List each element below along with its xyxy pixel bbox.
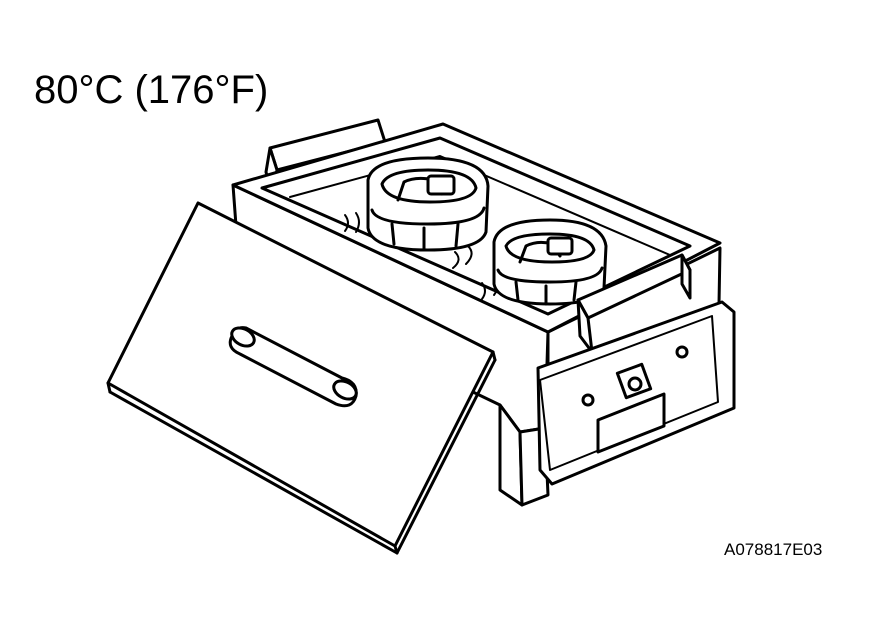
part-holder-left — [366, 156, 490, 252]
front-handle — [576, 253, 692, 354]
temperature-label: 80°C (176°F) — [34, 68, 269, 112]
part-holder-right — [492, 218, 608, 306]
lid-handle[interactable] — [228, 324, 360, 408]
control-box — [536, 300, 736, 486]
figure-code: A078817E03 — [724, 540, 823, 559]
